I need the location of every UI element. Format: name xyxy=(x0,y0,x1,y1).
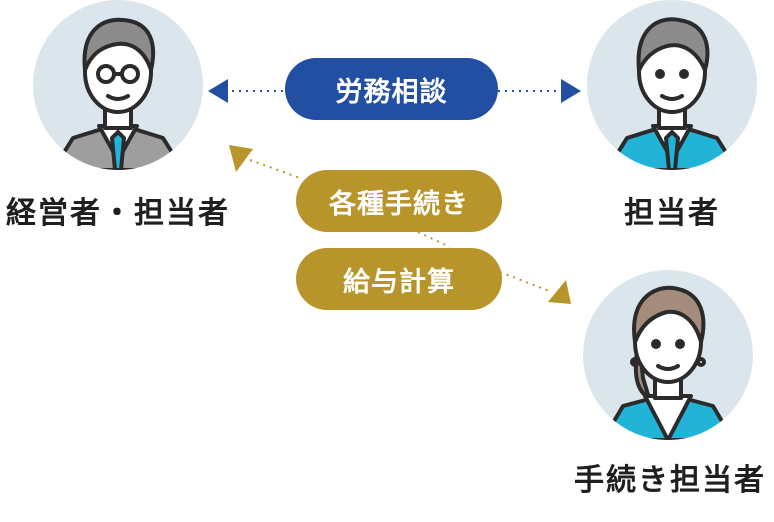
arrow-right-icon xyxy=(561,79,581,103)
labor-consult-pill: 労務相談 xyxy=(285,58,498,120)
payroll-label: 給与計算 xyxy=(343,266,455,298)
staff-label: 担当者 xyxy=(624,196,720,231)
avatar-staff xyxy=(587,0,757,170)
procedures-staff-label: 手続き担当者 xyxy=(574,463,766,498)
arrow-left-icon xyxy=(208,79,228,103)
avatar-procedures-staff xyxy=(583,270,753,440)
procedures-pill: 各種手続き xyxy=(296,170,502,232)
arrow-down-right-icon xyxy=(548,280,571,304)
avatar-executive xyxy=(33,0,203,170)
gold-dotted-line-lower xyxy=(499,271,553,293)
arrow-up-left-icon xyxy=(229,145,253,172)
labor-consult-label: 労務相談 xyxy=(335,76,448,108)
executive-label: 経営者・担当者 xyxy=(6,196,230,231)
gold-dotted-line-middle xyxy=(417,231,451,248)
payroll-pill: 給与計算 xyxy=(296,248,502,310)
procedures-label: 各種手続き xyxy=(329,188,469,220)
gold-dotted-line-upper xyxy=(249,159,301,179)
